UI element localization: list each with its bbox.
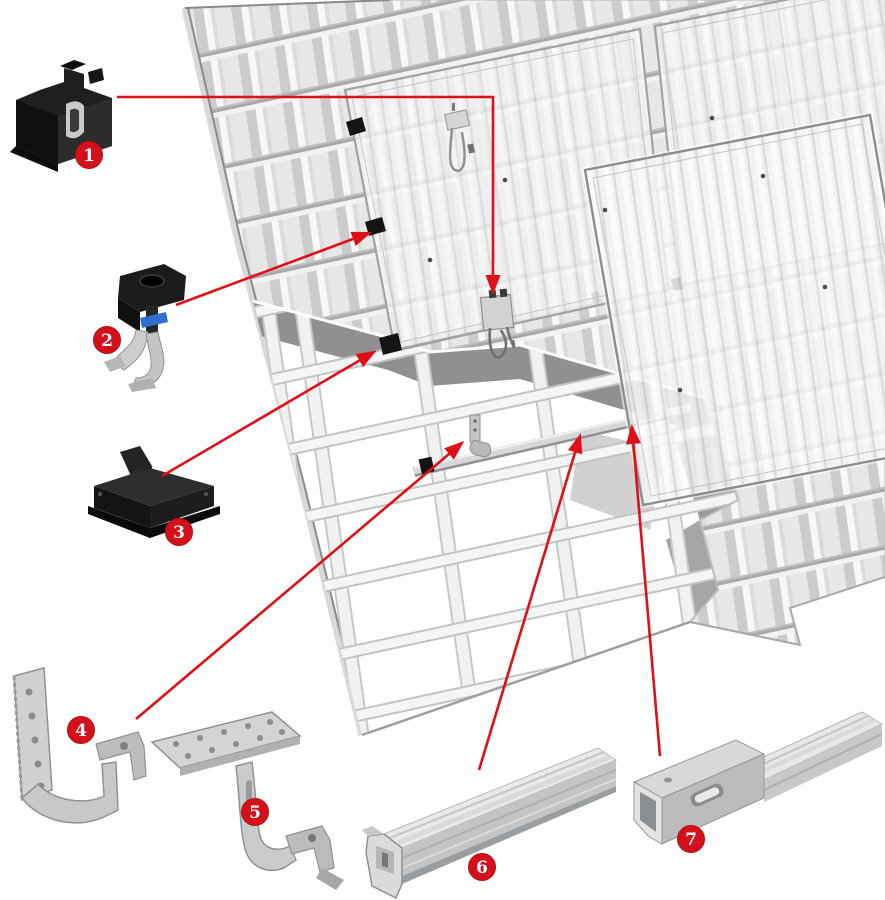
module-mid-clamp-icon	[10, 60, 112, 172]
wiring-box	[443, 103, 475, 172]
callout-arrow-mounting-rail	[477, 433, 583, 771]
badge-circle	[468, 853, 496, 881]
callout-arrow-roof-hook	[135, 441, 465, 720]
callout-arrow-rail-connector	[625, 424, 662, 757]
badges-layer: 1 2 3 4 5 6 7	[67, 141, 705, 881]
badge-circle	[67, 716, 95, 744]
number-badge-hook-adapter-clamp: 2	[93, 326, 121, 354]
rail-connector-icon	[632, 711, 884, 845]
hook-adapter-clamp-icon	[104, 264, 186, 392]
badge-number: 7	[685, 830, 697, 850]
solar-panel-floating	[581, 111, 885, 509]
mounting-rail-icon	[362, 747, 618, 900]
number-badge-rail-connector: 7	[677, 825, 705, 853]
number-badge-roof-hook-vertical: 4	[67, 716, 95, 744]
badge-circle	[241, 798, 269, 826]
badge-number: 6	[476, 858, 488, 878]
badge-circle	[93, 326, 121, 354]
badge-circle	[677, 825, 705, 853]
callout-arrow-rail-end-cap	[161, 350, 377, 478]
badge-number: 1	[83, 146, 95, 166]
callout-arrow-module-mid-clamp	[117, 95, 501, 295]
arrows-layer	[117, 95, 662, 771]
badge-number: 3	[173, 523, 185, 543]
number-badge-mounting-rail: 6	[468, 853, 496, 881]
roof-hook-icon	[12, 667, 147, 824]
number-badge-module-mid-clamp: 1	[75, 141, 103, 169]
number-badge-rail-end-cap: 3	[165, 518, 193, 546]
solar-panel-1	[343, 27, 670, 352]
badge-number: 2	[101, 331, 113, 351]
badge-circle	[75, 141, 103, 169]
number-badge-roof-hook-flat: 5	[241, 798, 269, 826]
junction-box	[479, 288, 516, 359]
badge-number: 5	[249, 803, 261, 823]
callout-arrow-hook-adapter-clamp	[175, 231, 372, 307]
panel-clamps	[346, 115, 715, 355]
badge-circle	[165, 518, 193, 546]
roof-hook-installed	[469, 414, 492, 458]
rail-end-cap-icon	[88, 446, 220, 538]
badge-number: 4	[75, 721, 87, 741]
